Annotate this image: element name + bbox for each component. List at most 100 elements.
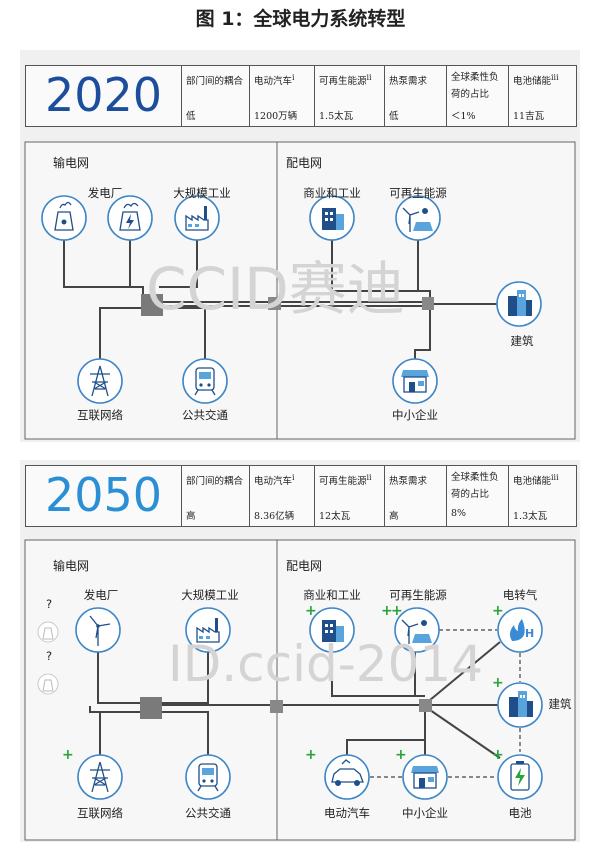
dashed-links: [370, 629, 521, 778]
power-plant-fossil-icon: [107, 195, 153, 241]
label-sme: 中小企业: [402, 806, 448, 820]
col-value: 高: [186, 511, 196, 522]
watermark: CCID赛迪: [146, 255, 405, 323]
year-label: 2050: [44, 468, 163, 522]
col-value: 低: [389, 111, 399, 122]
label-commercial: 商业和工业: [303, 186, 361, 200]
header-col-renewables: 可再生能源ii 12太瓦: [314, 466, 385, 526]
nuclear-plant-faded-icon: [37, 621, 59, 643]
col-label: 电池储能iii: [513, 73, 559, 88]
panel-2020: 2020 部门间的耦合 低 电动汽车i 1200万辆 可再生能源ii 1.5太瓦…: [20, 50, 580, 442]
header-col-renewables: 可再生能源ii 1.5太瓦: [314, 66, 385, 126]
watermark: ID.ccid-2014: [168, 635, 484, 693]
transmission-label: 输电网: [53, 156, 90, 170]
header-col-battery: 电池储能iii 11吉瓦: [508, 66, 577, 126]
transmission-label: 输电网: [53, 559, 90, 573]
col-value: 低: [186, 111, 196, 122]
wind-turbine-icon: [75, 607, 121, 653]
substation-main: [141, 294, 163, 316]
svg-text:H: H: [525, 627, 534, 640]
col-value: 1.5太瓦: [319, 111, 354, 122]
header-table-2020: 2020 部门间的耦合 低 电动汽车i 1200万辆 可再生能源ii 1.5太瓦…: [25, 65, 577, 127]
interconnect-tower-icon: [77, 358, 123, 404]
train-icon: [182, 358, 228, 404]
col-value: 高: [389, 511, 399, 522]
header-col-coupling: 部门间的耦合 高: [181, 466, 250, 526]
interconnect-tower-icon: [77, 754, 123, 800]
question-mark-fossil: ?: [45, 649, 53, 663]
svg-text:+: +: [492, 675, 504, 691]
col-label: 热泵需求: [389, 76, 428, 88]
train-icon: [185, 754, 231, 800]
question-mark-nuclear: ?: [45, 597, 53, 611]
col-value: ＜1%: [451, 111, 476, 122]
svg-text:+: +: [62, 747, 74, 763]
wind-solar-icon: [395, 195, 441, 241]
col-label: 电池储能iii: [513, 473, 559, 488]
svg-text:+: +: [305, 603, 317, 619]
col-label: 可再生能源ii: [319, 473, 372, 488]
distribution-label: 配电网: [286, 156, 323, 170]
svg-text:+: +: [395, 747, 407, 763]
col-value: 8%: [451, 508, 467, 519]
svg-text:+: +: [391, 603, 403, 619]
year-label: 2020: [44, 68, 163, 122]
header-col-flexible: 全球柔性负荷的占比 ＜1%: [446, 66, 509, 126]
substation-main: [140, 697, 162, 719]
plus-markers: + + + + + + + + +: [62, 603, 504, 763]
label-heavy-industry: 大规模工业: [173, 186, 231, 200]
label-renewables: 可再生能源: [389, 186, 447, 200]
svg-text:+: +: [381, 603, 393, 619]
header-col-battery: 电池储能iii 1.3太瓦: [508, 466, 577, 526]
shop-icon: [392, 358, 438, 404]
col-value: 1200万辆: [254, 111, 298, 122]
header-table-2050: 2050 部门间的耦合 高 电动汽车i 8.36亿辆 可再生能源ii 12太瓦 …: [25, 465, 577, 527]
commercial-building-icon: [309, 195, 355, 241]
label-power-plant: 发电厂: [83, 588, 119, 602]
label-commercial: 商业和工业: [303, 588, 361, 602]
electric-car-icon: [324, 754, 370, 800]
label-power-plant: 发电厂: [87, 186, 123, 200]
col-label: 全球柔性负荷的占比: [451, 472, 499, 501]
label-heavy-industry: 大规模工业: [181, 588, 239, 602]
col-value: 12太瓦: [319, 511, 351, 522]
col-value: 11吉瓦: [513, 111, 545, 122]
buildings-icon: [496, 281, 542, 327]
label-battery: 电池: [508, 806, 532, 820]
header-col-flexible: 全球柔性负荷的占比 8%: [446, 466, 509, 526]
header-col-ev: 电动汽车i 1200万辆: [249, 66, 315, 126]
buildings-icon: [497, 682, 543, 728]
col-label: 部门间的耦合: [186, 76, 244, 88]
label-sme: 中小企业: [392, 408, 438, 422]
factory-icon: [174, 195, 220, 241]
svg-text:+: +: [492, 603, 504, 619]
shop-icon: [402, 754, 448, 800]
col-value: 1.3太瓦: [513, 511, 548, 522]
header-col-coupling: 部门间的耦合 低: [181, 66, 250, 126]
substation-dist: [419, 699, 432, 712]
power-plant-nuclear-icon: [41, 195, 87, 241]
substation-mid: [270, 700, 283, 713]
diagram-2050: H: [24, 539, 576, 841]
hydrogen-flame-icon: H: [497, 607, 543, 653]
svg-text:+: +: [492, 747, 504, 763]
fossil-plant-faded-icon: [37, 673, 59, 695]
substation-mid: [268, 297, 281, 310]
label-public-transport: 公共交通: [185, 806, 231, 820]
connections: [63, 240, 498, 360]
label-buildings: 建筑: [510, 334, 534, 348]
battery-icon: [497, 754, 543, 800]
header-col-heatpump: 热泵需求 低: [384, 66, 447, 126]
header-col-heatpump: 热泵需求 高: [384, 466, 447, 526]
diagram-2020: [24, 141, 576, 440]
commercial-building-icon: [309, 607, 355, 653]
col-value: 8.36亿辆: [254, 511, 295, 522]
panel-2050: 2050 部门间的耦合 高 电动汽车i 8.36亿辆 可再生能源ii 12太瓦 …: [20, 460, 580, 842]
connections: [89, 641, 501, 759]
wind-solar-icon: [394, 607, 440, 653]
factory-icon: [185, 607, 231, 653]
col-label: 全球柔性负荷的占比: [451, 72, 499, 101]
label-interconnect: 互联网络: [77, 408, 123, 422]
label-buildings: 建筑: [548, 697, 572, 711]
svg-text:+: +: [305, 747, 317, 763]
